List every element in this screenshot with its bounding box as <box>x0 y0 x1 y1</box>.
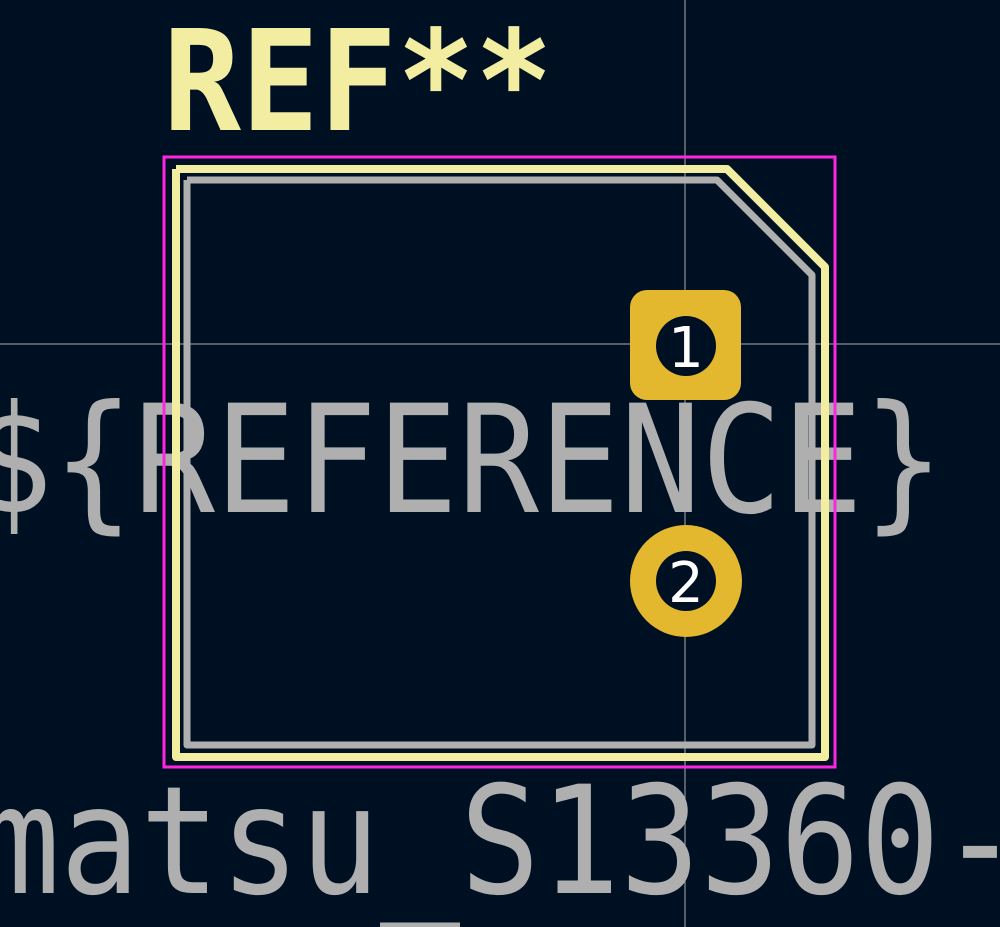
silk-reference-text[interactable]: REF** <box>163 1 553 164</box>
courtyard-outline[interactable] <box>162 155 837 769</box>
pad-1-number: 1 <box>668 316 704 381</box>
pad-1[interactable]: 1 <box>630 290 741 400</box>
pad-1-drill-hole <box>656 316 716 376</box>
fab-value-text[interactable]: matsu_S13360- <box>0 755 1000 927</box>
silkscreen-outline[interactable] <box>172 165 829 761</box>
fab-outline[interactable] <box>183 176 816 749</box>
pad-2-drill-hole <box>656 551 716 611</box>
pad-2[interactable]: 2 <box>630 525 742 637</box>
fab-reference-text[interactable]: ${REFERENCE} <box>0 374 944 548</box>
pad-2-number: 2 <box>668 551 704 616</box>
